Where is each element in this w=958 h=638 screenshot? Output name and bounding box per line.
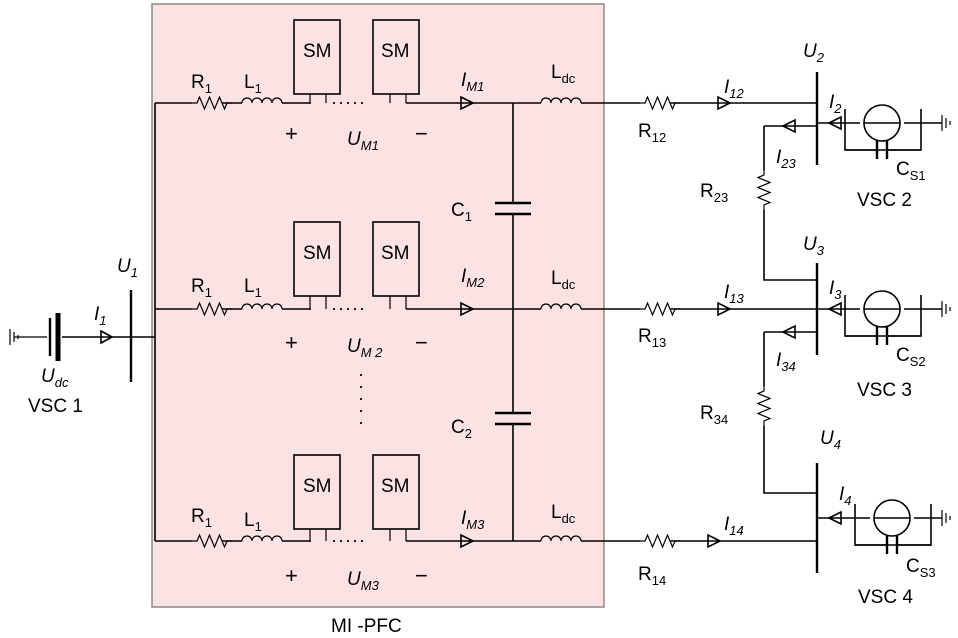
um3-label: UM3 — [347, 569, 380, 593]
i2-label: I2 — [829, 92, 842, 116]
cs1-label: CS1 — [896, 159, 926, 183]
minus-1: − — [415, 121, 428, 146]
ldc-label-3: Ldc — [551, 502, 576, 526]
bus-u3 — [757, 263, 951, 494]
u4-label: U4 — [820, 428, 841, 452]
plus-2: + — [285, 330, 298, 355]
dots-1: ····· — [331, 92, 366, 112]
i12-label: I12 — [724, 77, 745, 101]
vertical-dots-5: · — [358, 412, 365, 432]
i14-label: I14 — [724, 514, 744, 538]
branch-2 — [191, 221, 817, 317]
vsc1-label: VSC 1 — [28, 396, 83, 417]
r12-label: R12 — [638, 121, 666, 145]
u2-label: U2 — [803, 41, 825, 65]
r1-label-3: R1 — [191, 506, 212, 530]
cs2-label: CS2 — [896, 345, 926, 369]
c2-label: C2 — [451, 417, 472, 441]
sm-2b-label: SM — [381, 243, 410, 264]
dots-2: ····· — [331, 298, 366, 318]
u1-label: U1 — [117, 256, 138, 280]
dots-3: ····· — [331, 530, 366, 550]
sm-1b-label: SM — [381, 41, 410, 62]
i13-label: I13 — [724, 282, 745, 306]
bus-u1 — [62, 290, 155, 382]
sm-1a-label: SM — [303, 41, 332, 62]
l1-label-2: L1 — [244, 276, 262, 300]
im3-label: IM3 — [461, 508, 485, 532]
plus-1: + — [285, 121, 298, 146]
sm-box-1b — [372, 19, 420, 95]
i3-label: I3 — [829, 278, 842, 302]
sm-box-3a — [293, 454, 341, 530]
r23-label: R23 — [700, 181, 728, 205]
dc-source-vsc1 — [9, 313, 61, 361]
plus-3: + — [285, 563, 298, 588]
im1-label: IM1 — [461, 70, 484, 94]
bus-u2 — [757, 72, 951, 281]
branch-3 — [191, 454, 817, 549]
r14-label: R14 — [638, 564, 666, 588]
sm-box-2a — [293, 221, 341, 297]
sm-box-1a — [293, 19, 341, 95]
u3-label: U3 — [803, 234, 825, 258]
l1-label-1: L1 — [244, 72, 262, 96]
r1-label-2: R1 — [191, 276, 212, 300]
r13-label: R13 — [638, 326, 666, 350]
minus-3: − — [415, 563, 428, 588]
i23-label: I23 — [776, 147, 797, 171]
ldc-label-1: Ldc — [551, 62, 576, 86]
i34-label: I34 — [776, 350, 796, 374]
minus-2: − — [415, 330, 428, 355]
r34-label: R34 — [700, 403, 728, 427]
sm-3a-label: SM — [303, 476, 332, 497]
vertical-dots-3: · — [358, 388, 365, 408]
vsc4-label: VSC 4 — [858, 587, 913, 608]
c1-label: C1 — [451, 200, 472, 224]
cs3-label: CS3 — [906, 556, 936, 580]
sm-3b-label: SM — [381, 476, 410, 497]
sm-box-2b — [372, 221, 420, 297]
i1-label: I1 — [94, 304, 107, 328]
r1-label-1: R1 — [191, 72, 212, 96]
vertical-dots-4: · — [358, 400, 365, 420]
left-bus — [154, 102, 192, 542]
l1-label-3: L1 — [244, 510, 262, 534]
branch-1 — [191, 19, 817, 111]
vsc3-label: VSC 3 — [857, 380, 912, 401]
um2-label: UM 2 — [347, 336, 383, 360]
um1-label: UM1 — [347, 129, 379, 153]
i4-label: I4 — [839, 484, 852, 508]
capacitor-column — [495, 103, 531, 541]
vertical-dots: · — [358, 364, 365, 384]
bus-u4 — [815, 463, 951, 573]
vsc2-label: VSC 2 — [857, 190, 912, 211]
vertical-dots-2: · — [358, 376, 365, 396]
im2-label: IM2 — [461, 266, 485, 290]
udc-label: Udc — [41, 366, 69, 390]
ldc-label-2: Ldc — [551, 268, 576, 292]
sm-box-3b — [372, 454, 420, 530]
mi-pfc-label: MI -PFC — [331, 616, 402, 637]
sm-2a-label: SM — [303, 243, 332, 264]
